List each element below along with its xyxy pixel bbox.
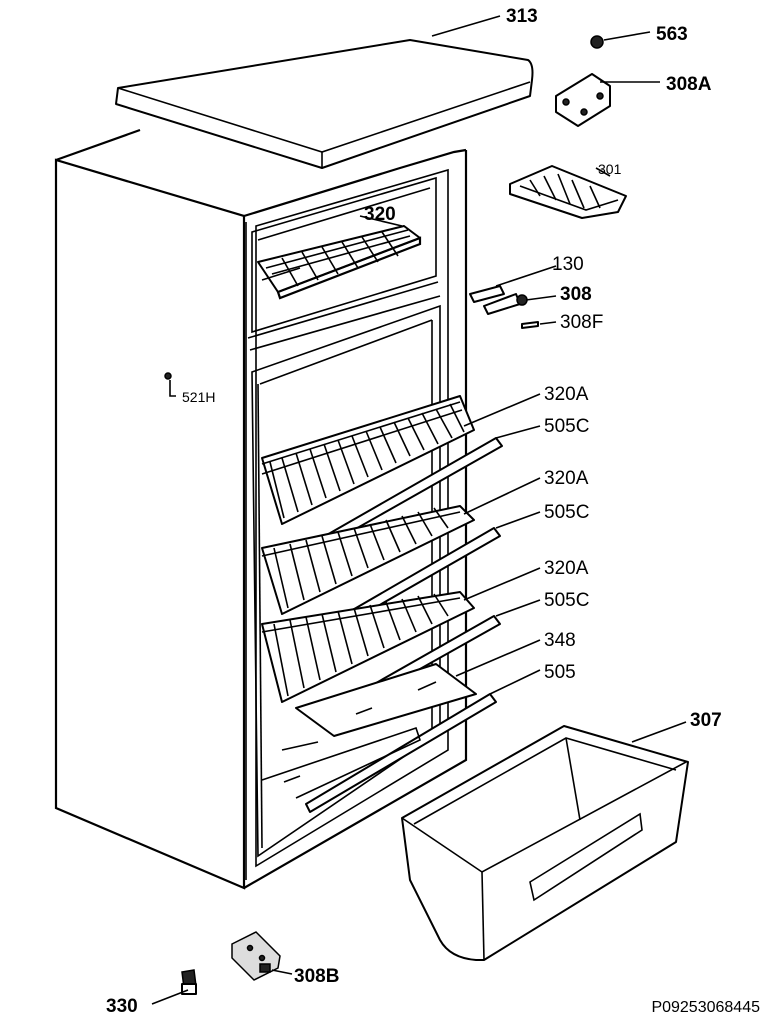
label-301: 301: [598, 161, 622, 177]
freezer-shelf-320: [257, 225, 422, 300]
crisper-drawer-307: [401, 725, 689, 961]
part-labels: 313 563 308A 301 320 130 308 308F 521H 3…: [106, 6, 722, 1017]
shelf-trim-505: [305, 693, 497, 813]
lower-glass-plate: [261, 726, 421, 799]
label-308: 308: [560, 284, 592, 305]
label-348: 348: [544, 630, 576, 651]
wire-shelf-320A-3: [261, 591, 475, 703]
drawing-code: P09253068445: [651, 999, 760, 1016]
label-308A: 308A: [666, 74, 712, 95]
label-505: 505: [544, 662, 576, 683]
label-505C-2: 505C: [544, 502, 589, 523]
glass-shelf-348: [295, 663, 477, 737]
label-308F: 308F: [560, 312, 603, 333]
screw-563: [590, 35, 604, 49]
top-cover-313: [115, 39, 534, 169]
label-320A-3: 320A: [544, 558, 589, 579]
foot-screw-330: [181, 969, 197, 995]
label-563: 563: [656, 24, 688, 45]
label-130: 130: [552, 254, 584, 275]
label-505C-1: 505C: [544, 416, 589, 437]
wire-shelf-320A-1: [261, 395, 475, 525]
label-313: 313: [506, 6, 538, 27]
bracket-130: [469, 285, 505, 303]
ice-tray-301: [509, 165, 627, 219]
leader-lines: [151, 15, 687, 1005]
label-521H: 521H: [182, 389, 215, 405]
pin-308F: [521, 321, 539, 329]
label-320: 320: [364, 204, 396, 225]
label-320A-2: 320A: [544, 468, 589, 489]
label-308B: 308B: [294, 966, 339, 987]
clip-521H: [164, 372, 176, 397]
bottom-hinge-308B: [231, 931, 281, 981]
hinge-308A: [555, 73, 611, 127]
wire-shelf-320A-2: [261, 505, 475, 615]
label-307: 307: [690, 710, 722, 731]
label-330: 330: [106, 996, 138, 1017]
label-505C-3: 505C: [544, 590, 589, 611]
label-320A-1: 320A: [544, 384, 589, 405]
